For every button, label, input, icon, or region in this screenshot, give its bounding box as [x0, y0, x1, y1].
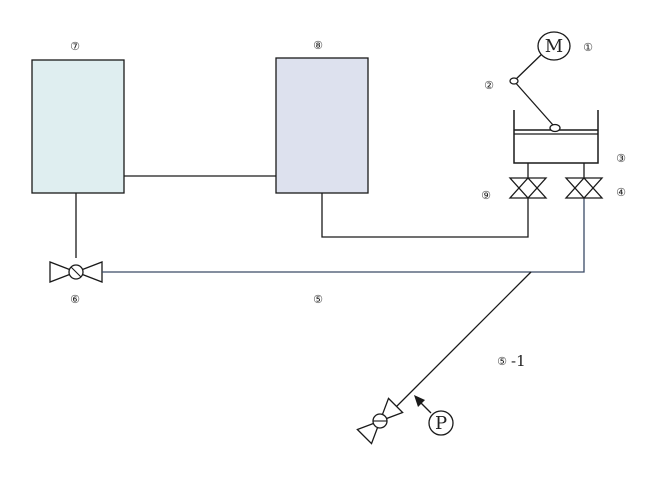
pressure-gauge-p: P: [414, 395, 454, 436]
crank-rod-2: [509, 51, 554, 126]
motor-m: M: [537, 31, 571, 61]
tank-7: [31, 59, 125, 194]
pressure-label: P: [435, 413, 447, 434]
label-1: ①: [583, 41, 593, 54]
valve-6: [49, 261, 103, 283]
pump-cylinder-3: [513, 110, 599, 164]
pipe-5-1: [386, 271, 532, 417]
label-2: ②: [484, 79, 494, 92]
valve-9: [508, 177, 548, 199]
pipe-5: [102, 198, 585, 273]
valve-5-1: [356, 397, 404, 445]
label-5-1-mark: ⑤: [497, 355, 507, 368]
label-5-1-suffix: -1: [511, 352, 526, 370]
tank-8: [275, 57, 369, 194]
label-5: ⑤: [313, 293, 323, 306]
motor-label: M: [545, 36, 563, 57]
label-7: ⑦: [70, 40, 80, 53]
label-9: ⑨: [481, 189, 491, 202]
label-8: ⑧: [313, 39, 323, 52]
valve-4: [564, 177, 604, 199]
label-6: ⑥: [70, 293, 80, 306]
label-3: ③: [616, 152, 626, 165]
tank8-to-valve9-pipe: [321, 193, 529, 238]
label-4: ④: [616, 186, 626, 199]
